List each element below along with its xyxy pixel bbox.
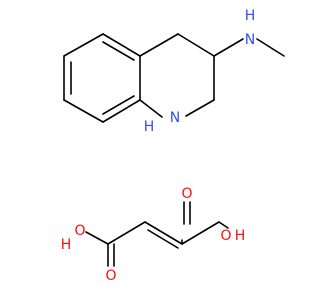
methylamine-group <box>213 38 285 57</box>
left-carbonyl: O <box>105 268 116 284</box>
amine-h-atom: H <box>245 8 256 24</box>
benzene-ring <box>63 33 141 123</box>
ring-h-atom: H <box>144 119 155 135</box>
bond <box>139 33 179 57</box>
amine-nh: N H <box>245 8 256 48</box>
molecule-diagram: N H H N H O O O O H <box>61 8 285 284</box>
bond <box>85 231 109 245</box>
left-carbonyl-o-atom: O <box>105 268 116 284</box>
bond <box>213 38 244 57</box>
right-oh-h-atom: H <box>235 228 246 244</box>
bond <box>144 221 183 245</box>
bond <box>102 99 141 123</box>
ring-n-atom: N <box>170 110 180 126</box>
bond <box>177 33 215 57</box>
bond <box>139 99 163 118</box>
bond <box>63 99 104 123</box>
left-hydroxyl: H O <box>61 223 86 253</box>
left-oh-o-atom: O <box>74 223 85 239</box>
bond <box>256 38 285 57</box>
bond <box>102 41 135 61</box>
amine-n-atom: N <box>245 32 255 48</box>
bond <box>181 221 220 245</box>
right-hydroxyl: O H <box>220 228 245 244</box>
bond <box>147 229 179 249</box>
bond <box>102 95 135 115</box>
bond <box>102 33 141 57</box>
bond <box>63 33 104 57</box>
ring-nh: H N <box>144 110 181 135</box>
butenedioic-acid <box>85 201 229 267</box>
right-oh-o-atom: O <box>220 228 231 244</box>
left-oh-h-atom: H <box>61 237 72 253</box>
right-carbonyl-o-atom: O <box>181 186 192 202</box>
right-carbonyl: O <box>181 186 192 202</box>
bond <box>218 221 229 229</box>
bond <box>185 99 215 117</box>
bond <box>107 221 146 245</box>
saturated-ring <box>139 33 215 118</box>
